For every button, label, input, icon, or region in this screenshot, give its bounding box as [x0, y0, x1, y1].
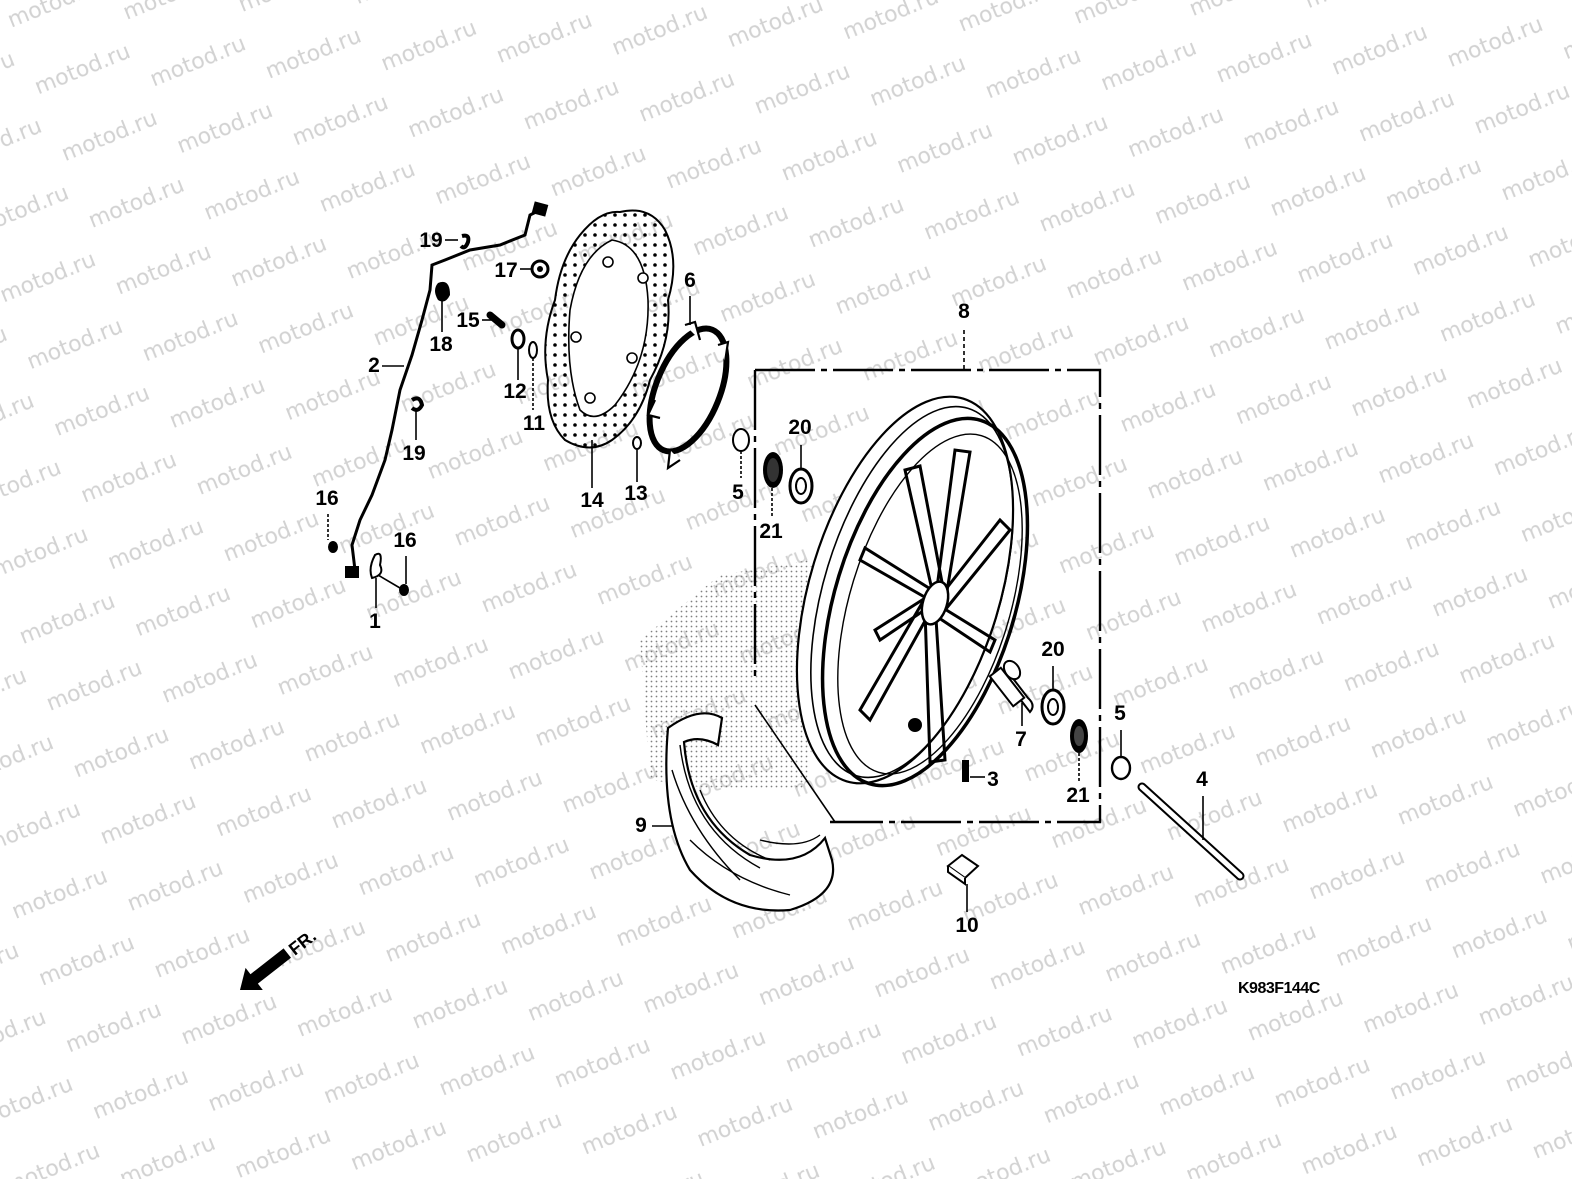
callout-8: 8: [958, 300, 970, 323]
callout-16-right: 16: [393, 529, 416, 552]
brake-disc: [544, 209, 675, 488]
sensor-cable: [327, 201, 549, 608]
callout-4: 4: [1196, 768, 1208, 791]
right-hub-hardware: [946, 659, 1245, 912]
callout-15: 15: [456, 309, 480, 332]
left-hub-hardware: [732, 428, 814, 518]
callout-21-right: 21: [1066, 784, 1090, 807]
front-tire: [652, 712, 835, 912]
callout-labels: 1 2 3 4 5 5 6 7 8 9 10 11 12 13 14 15 16…: [315, 229, 1208, 937]
callout-19-upper: 19: [419, 229, 442, 252]
front-wheel: [795, 395, 1030, 788]
callout-11: 11: [523, 412, 546, 435]
callout-10: 10: [955, 914, 978, 937]
callout-21-left: 21: [759, 520, 783, 543]
callout-2: 2: [368, 354, 380, 377]
diagram-code: K983F144C: [1238, 980, 1321, 997]
callout-7: 7: [1015, 728, 1027, 751]
callout-19-lower: 19: [402, 442, 425, 465]
small-hardware: [410, 233, 642, 482]
callout-16-left: 16: [315, 487, 338, 510]
wheel-assembly-box: [753, 330, 1102, 824]
callout-3: 3: [987, 768, 999, 791]
callout-5-right: 5: [1114, 702, 1126, 725]
callout-5-left: 5: [732, 481, 744, 504]
arrow-icon: [240, 948, 291, 990]
callout-1: 1: [369, 610, 381, 633]
callout-13: 13: [624, 482, 647, 505]
callout-17: 17: [494, 259, 517, 282]
callout-20-right: 20: [1041, 638, 1064, 661]
callout-6: 6: [684, 269, 696, 292]
front-direction-arrow: FR.: [240, 926, 320, 990]
callout-20-left: 20: [788, 416, 811, 439]
pulser-ring: [646, 296, 730, 471]
callout-14: 14: [580, 489, 604, 512]
callout-12: 12: [503, 380, 526, 403]
callout-18: 18: [429, 333, 453, 356]
callout-9: 9: [635, 814, 647, 837]
front-label: FR.: [285, 926, 320, 960]
